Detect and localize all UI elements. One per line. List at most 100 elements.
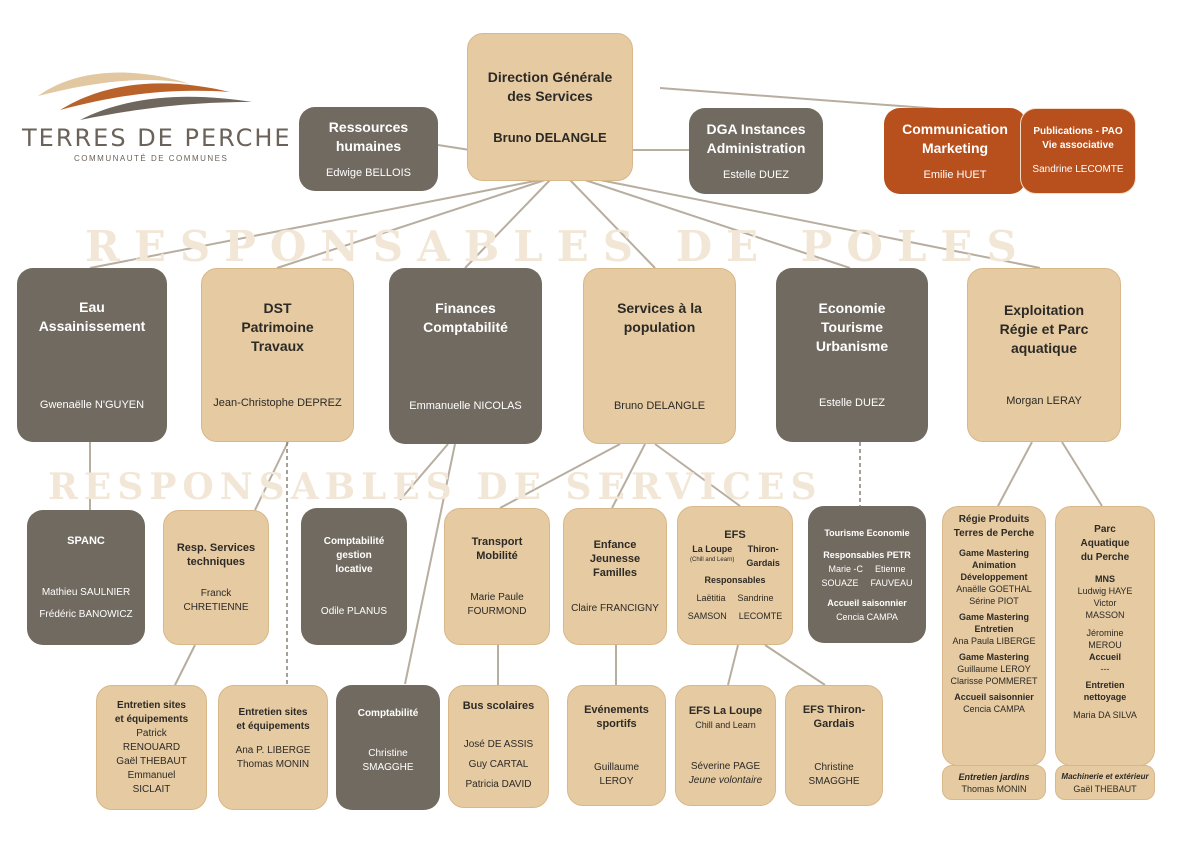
efs-loupe-role: Jeune volontaire bbox=[688, 774, 763, 786]
connector bbox=[89, 179, 541, 269]
pub-title-1: Publications - PAO bbox=[1033, 126, 1123, 137]
tourisme-title: Tourisme Economie bbox=[824, 527, 910, 538]
eau-name: Gwenaëlle N'GUYEN bbox=[39, 398, 145, 411]
pole-dst[interactable]: DST Patrimoine Travaux Jean-Christophe D… bbox=[201, 268, 354, 442]
publications-box[interactable]: Publications - PAO Vie associative Sandr… bbox=[1020, 108, 1136, 194]
watermark-poles: RESPONSABLES DE POLES bbox=[85, 222, 1031, 271]
fin-title-1: Finances bbox=[435, 299, 496, 316]
pole-population[interactable]: Services à la population Bruno DELANGLE bbox=[583, 268, 736, 444]
jardins-title: Entretien jardins bbox=[958, 771, 1030, 782]
connector bbox=[276, 179, 546, 269]
pub-title-2: Vie associative bbox=[1042, 140, 1114, 151]
service-machinerie[interactable]: Machinerie et extérieur Gaël THEBAUT bbox=[1055, 765, 1155, 800]
bus-name: Guy CARTAL bbox=[468, 758, 529, 770]
parc-mns-n2: Victor bbox=[1093, 598, 1117, 608]
team-entretien-sites-1[interactable]: Entretien sites et équipements Patrick R… bbox=[96, 685, 207, 810]
pole-exploitation[interactable]: Exploitation Régie et Parc aquatique Mor… bbox=[967, 268, 1121, 442]
team-efs-thiron[interactable]: EFS Thiron- Gardais Christine SMAGGHE bbox=[785, 685, 883, 806]
regie-g2-n1: Ana Paula LIBERGE bbox=[952, 636, 1036, 646]
dga-name: Estelle DUEZ bbox=[722, 168, 790, 181]
regie-g1-n2: Sérine PIOT bbox=[969, 596, 1019, 606]
pole-eau[interactable]: Eau Assainissement Gwenaëlle N'GUYEN bbox=[17, 268, 167, 442]
connector bbox=[584, 179, 851, 269]
efs-name-2b: LECOMTE bbox=[738, 611, 783, 621]
pole-finances[interactable]: Finances Comptabilité Emmanuelle NICOLAS bbox=[389, 268, 542, 444]
jardins-name: Thomas MONIN bbox=[961, 783, 1027, 794]
spanc-title: SPANC bbox=[67, 534, 105, 547]
resp-title-2: techniques bbox=[186, 555, 246, 568]
team-entretien-sites-2[interactable]: Entretien sites et équipements Ana P. LI… bbox=[218, 685, 328, 810]
efs-loupe-name: Séverine PAGE bbox=[690, 760, 761, 772]
dgs-box[interactable]: Direction Générale des Services Bruno DE… bbox=[467, 33, 633, 181]
comm-title-2: Marketing bbox=[921, 139, 989, 156]
parc-mns: MNS bbox=[1095, 574, 1115, 584]
team-evenements[interactable]: Evénements sportifs Guillaume LEROY bbox=[567, 685, 666, 806]
service-transport[interactable]: Transport Mobilité Marie Paule FOURMOND bbox=[444, 508, 550, 645]
logo-subtitle: COMMUNAUTÉ DE COMMUNES bbox=[74, 154, 229, 163]
pole-economie[interactable]: Economie Tourisme Urbanisme Estelle DUEZ bbox=[776, 268, 928, 442]
parc-ent-n1: Maria DA SILVA bbox=[1073, 710, 1137, 720]
ent2-title-1: Entretien sites bbox=[238, 706, 308, 718]
parc-mns-n3: MASSON bbox=[1085, 610, 1125, 620]
ent1-name: Patrick bbox=[136, 727, 167, 739]
logo-title: TERRES DE PERCHE bbox=[22, 124, 292, 152]
connector bbox=[654, 443, 741, 507]
service-tourisme[interactable]: Tourisme Economie Responsables PETR Mari… bbox=[808, 506, 926, 643]
compta-loc-title-3: locative bbox=[335, 563, 373, 575]
connector bbox=[764, 644, 826, 686]
exp-name: Morgan LERAY bbox=[1006, 395, 1082, 407]
connector bbox=[569, 179, 656, 269]
dga-box[interactable]: DGA Instances Administration Estelle DUE… bbox=[689, 108, 823, 194]
regie-g3-n1: Guillaume LEROY bbox=[957, 664, 1031, 674]
service-efs[interactable]: EFS La Loupe (Chill and Learn) Thiron- G… bbox=[677, 506, 793, 645]
ent1-title-2: et équipements bbox=[114, 713, 189, 725]
connector bbox=[997, 441, 1033, 507]
communication-box[interactable]: Communication Marketing Emilie HUET bbox=[884, 108, 1026, 194]
team-bus-scolaires[interactable]: Bus scolaires José DE ASSIS Guy CARTAL P… bbox=[448, 685, 549, 808]
events-name-2: LEROY bbox=[599, 775, 634, 787]
service-entretien-jardins[interactable]: Entretien jardins Thomas MONIN bbox=[942, 765, 1046, 800]
efs-name-1a: Laëtitia bbox=[696, 593, 726, 603]
parc-mns-n1: Ludwig HAYE bbox=[1077, 586, 1133, 596]
machinerie-name: Gaël THEBAUT bbox=[1073, 783, 1137, 794]
rh-box[interactable]: Ressources humaines Edwige BELLOIS bbox=[299, 107, 438, 191]
efs-resp-label: Responsables bbox=[704, 575, 766, 585]
service-resp-techniques[interactable]: Resp. Services techniques Franck CHRETIE… bbox=[163, 510, 269, 645]
efs-thiron-name-1: Christine bbox=[814, 761, 854, 773]
compta-loc-title-1: Comptabilité bbox=[323, 535, 385, 547]
service-spanc[interactable]: SPANC Mathieu SAULNIER Frédéric BANOWICZ bbox=[27, 510, 145, 645]
eau-title-2: Assainissement bbox=[38, 317, 146, 334]
tourisme-resp-label: Responsables PETR bbox=[823, 549, 911, 560]
ent1-title-1: Entretien sites bbox=[117, 699, 186, 711]
team-comptabilite[interactable]: Comptabilité Christine SMAGGHE bbox=[336, 685, 440, 810]
regie-g2-1: Game Mastering bbox=[958, 612, 1030, 622]
eco-title-2: Tourisme bbox=[821, 319, 883, 335]
parc-dash: --- bbox=[1100, 664, 1110, 674]
ent2-name: Ana P. LIBERGE bbox=[235, 744, 311, 756]
fin-title-2: Comptabilité bbox=[423, 318, 508, 335]
team-efs-la-loupe[interactable]: EFS La Loupe Chill and Learn Séverine PA… bbox=[675, 685, 776, 806]
efs-left-2: (Chill and Learn) bbox=[690, 557, 735, 563]
parc-title-1: Parc bbox=[1094, 524, 1116, 535]
tourisme-accueil-name: Cencia CAMPA bbox=[836, 611, 898, 622]
regie-g4-1: Accueil saisonnier bbox=[954, 692, 1034, 702]
events-name-1: Guillaume bbox=[593, 761, 640, 773]
service-enfance[interactable]: Enfance Jeunesse Familles Claire FRANCIG… bbox=[563, 508, 667, 645]
regie-g3-n2: Clarisse POMMERET bbox=[950, 676, 1038, 686]
fin-name: Emmanuelle NICOLAS bbox=[409, 399, 522, 412]
service-parc-aquatique[interactable]: Parc Aquatique du Perche MNS Ludwig HAYE… bbox=[1055, 506, 1155, 766]
efs-thiron-name-2: SMAGGHE bbox=[808, 775, 860, 787]
connector bbox=[727, 644, 739, 686]
regie-g2-2: Entretien bbox=[974, 624, 1014, 634]
dga-title-2: Administration bbox=[706, 139, 806, 156]
bus-name: Patricia DAVID bbox=[465, 778, 532, 790]
parc-title-2: Aquatique bbox=[1080, 538, 1130, 549]
connector bbox=[499, 443, 621, 509]
service-compta-locative[interactable]: Comptabilité gestion locative Odile PLAN… bbox=[301, 508, 407, 645]
connector bbox=[254, 441, 289, 511]
service-regie[interactable]: Régie Produits Terres de Perche Game Mas… bbox=[942, 506, 1046, 766]
connector bbox=[599, 179, 1041, 269]
enfance-title-3: Familles bbox=[592, 566, 638, 579]
eau-title-1: Eau bbox=[79, 298, 105, 315]
